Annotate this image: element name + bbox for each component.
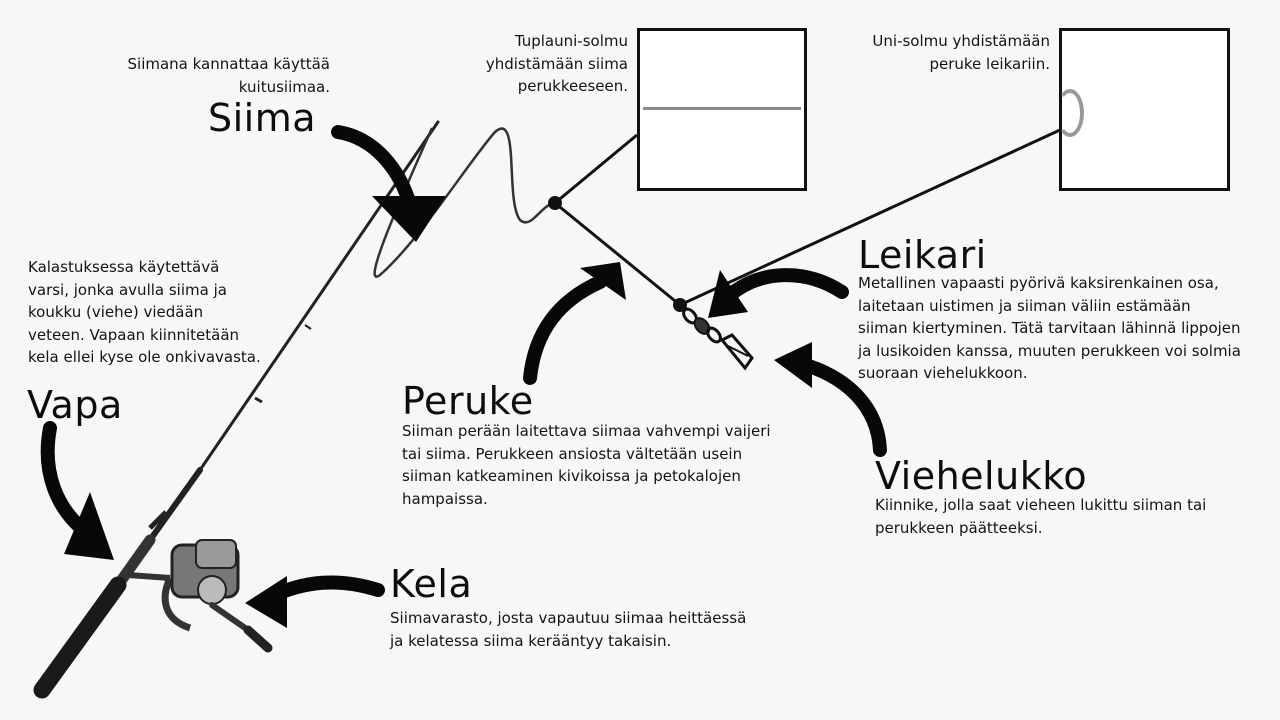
- arrow-leikari-icon: [723, 268, 849, 302]
- siima-description: Siimana kannattaa käyttää kuitusiimaa.: [127, 55, 331, 96]
- uni-knot-text: Uni-solmu yhdistämään peruke leikariin.: [872, 32, 1050, 73]
- leikari-description: Metallinen vapaasti pyörivä kaksirenkain…: [858, 274, 1241, 382]
- fishing-line: [373, 127, 556, 278]
- arrowhead-kela-icon: [245, 576, 287, 628]
- vapa-title: Vapa: [27, 383, 123, 427]
- uni-knot: [673, 298, 687, 312]
- uni-knot-detail-box: [1056, 28, 1230, 191]
- double-uni-knot: [548, 196, 562, 210]
- arrow-peruke-icon: [523, 275, 607, 385]
- arrowheads: [64, 196, 812, 628]
- arrowhead-viehelukko-icon: [774, 342, 812, 388]
- knot-line-icon: [643, 107, 801, 110]
- vapa-description: Kalastuksessa käytettävä varsi, jonka av…: [28, 258, 261, 366]
- swivel-snap-graphic: [682, 307, 754, 371]
- viehelukko-description: Kiinnike, jolla saat vieheen lukittu sii…: [875, 496, 1207, 537]
- arrowhead-vapa-icon: [64, 492, 114, 560]
- arrowhead-peruke-icon: [580, 262, 626, 300]
- arrowhead-leikari-icon: [708, 270, 748, 318]
- peruke-title: Peruke: [402, 379, 534, 423]
- siima-title: Siima: [208, 96, 317, 140]
- double-uni-pointer: [554, 133, 638, 205]
- double-uni-knot-text: Tuplauni-solmu yhdistämään siima perukke…: [485, 32, 628, 95]
- peruke-description: Siiman perään laitettava siimaa vahvempi…: [402, 422, 771, 508]
- arrowhead-siima-icon: [372, 196, 446, 242]
- viehelukko-title: Viehelukko: [875, 454, 1088, 498]
- kela-description: Siimavarasto, josta vapautuu siimaa heit…: [390, 609, 747, 650]
- reel-graphic: [127, 539, 273, 653]
- double-uni-knot-detail-box: [637, 28, 807, 191]
- uni-pointer: [679, 128, 1061, 307]
- ring-icon: [1056, 89, 1084, 137]
- fishing-rod: [33, 120, 440, 699]
- leader-line: [554, 201, 681, 307]
- arrow-siima-icon: [331, 125, 417, 212]
- leikari-title: Leikari: [858, 233, 987, 277]
- kela-title: Kela: [390, 562, 473, 606]
